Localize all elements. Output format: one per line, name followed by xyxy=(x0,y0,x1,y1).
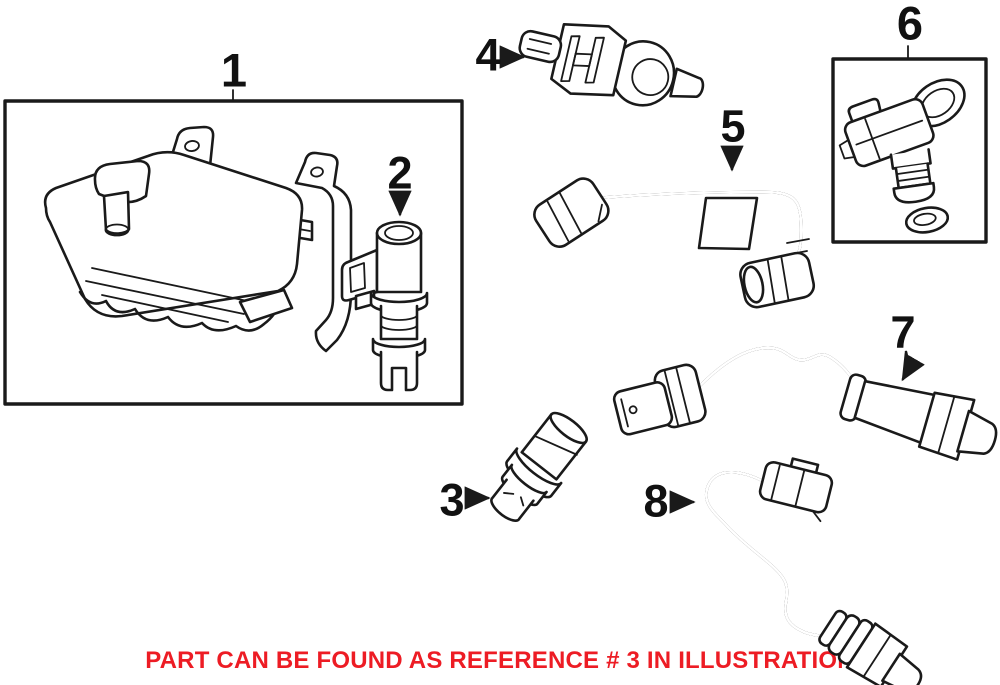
callout-arrows xyxy=(388,45,925,514)
part-1-canister-drawing xyxy=(43,125,353,353)
callout-label-5: 5 xyxy=(720,100,746,152)
callout-label-4: 4 xyxy=(475,29,501,81)
part-6-frame xyxy=(831,45,988,244)
callout-label-7: 7 xyxy=(890,306,916,358)
part-4-purge-valve-drawing xyxy=(518,23,705,107)
callout-label-3: 3 xyxy=(439,474,465,526)
part-2-vent-valve-drawing xyxy=(340,220,429,392)
callout-label-2: 2 xyxy=(387,147,413,199)
reference-note: PART CAN BE FOUND AS REFERENCE # 3 IN IL… xyxy=(145,647,855,674)
callout-label-1: 1 xyxy=(220,43,248,97)
callout-label-8: 8 xyxy=(643,475,669,527)
part-5-hose-drawing xyxy=(533,177,816,309)
callout-label-6: 6 xyxy=(896,0,924,50)
part-7-oxygen-sensor-drawing xyxy=(612,346,998,461)
part-3-sensor-drawing xyxy=(490,411,588,522)
part-6-map-sensor-drawing xyxy=(838,78,966,234)
part-1-frame xyxy=(3,89,464,406)
